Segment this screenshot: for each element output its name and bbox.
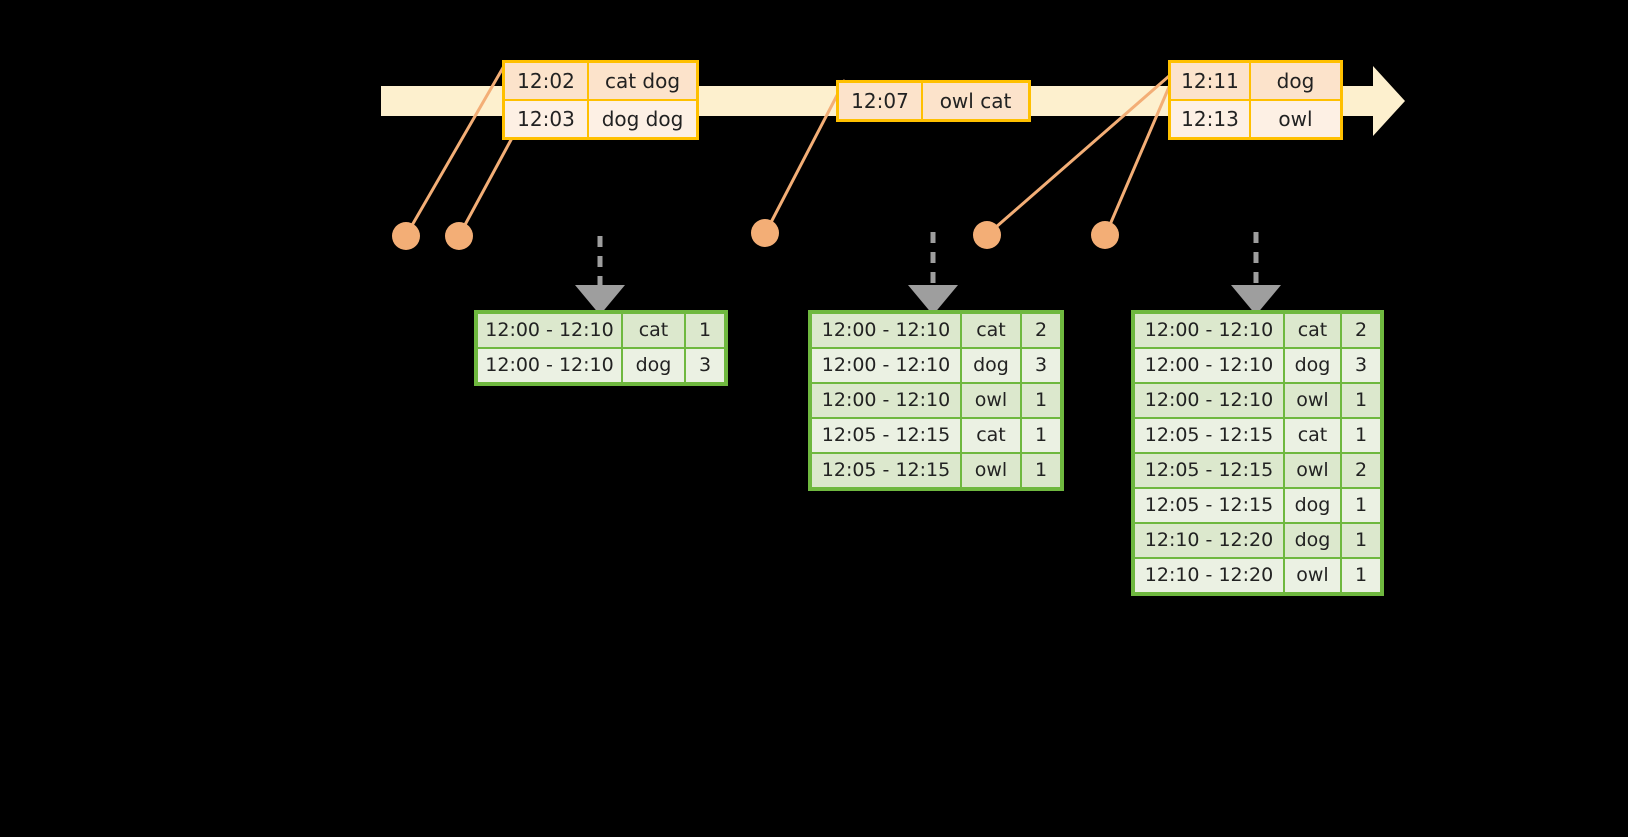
window-cell: 12:00 - 12:10 [812, 384, 960, 417]
event-dot [973, 221, 1001, 249]
count-cell: 1 [1340, 419, 1380, 452]
event-words: dog dog [587, 101, 696, 137]
word-cell: cat [621, 314, 684, 347]
event-words: owl [1249, 101, 1340, 137]
table-row: 12:05 - 12:15 cat 1 [812, 417, 1060, 452]
event-row: 12:03 dog dog [505, 99, 696, 137]
count-cell: 2 [1340, 314, 1380, 347]
window-cell: 12:00 - 12:10 [812, 349, 960, 382]
event-row: 12:02 cat dog [505, 63, 696, 99]
event-words: dog [1249, 63, 1340, 99]
word-cell: owl [1283, 384, 1340, 417]
event-group-3: 12:11 dog 12:13 owl [1168, 60, 1343, 140]
event-words: cat dog [587, 63, 696, 99]
event-time: 12:07 [839, 83, 921, 119]
table-row: 12:00 - 12:10 cat 1 [478, 314, 724, 347]
window-cell: 12:00 - 12:10 [1135, 349, 1283, 382]
result-table-3: 12:00 - 12:10 cat 2 12:00 - 12:10 dog 3 … [1131, 310, 1384, 596]
event-time: 12:02 [505, 63, 587, 99]
word-cell: cat [1283, 314, 1340, 347]
count-cell: 2 [1340, 454, 1380, 487]
count-cell: 2 [1020, 314, 1060, 347]
count-cell: 1 [1340, 489, 1380, 522]
window-cell: 12:05 - 12:15 [1135, 454, 1283, 487]
event-row: 12:11 dog [1171, 63, 1340, 99]
event-dot [445, 222, 473, 250]
count-cell: 1 [1340, 384, 1380, 417]
window-cell: 12:10 - 12:20 [1135, 524, 1283, 557]
word-cell: dog [1283, 524, 1340, 557]
word-cell: dog [960, 349, 1020, 382]
table-row: 12:05 - 12:15 dog 1 [1135, 487, 1380, 522]
table-row: 12:05 - 12:15 owl 1 [812, 452, 1060, 487]
window-cell: 12:00 - 12:10 [1135, 384, 1283, 417]
table-row: 12:00 - 12:10 dog 3 [1135, 347, 1380, 382]
window-cell: 12:10 - 12:20 [1135, 559, 1283, 592]
window-cell: 12:05 - 12:15 [1135, 419, 1283, 452]
event-dots [392, 219, 1119, 250]
word-cell: owl [960, 454, 1020, 487]
window-cell: 12:05 - 12:15 [812, 454, 960, 487]
count-cell: 1 [1020, 419, 1060, 452]
event-dot [1091, 221, 1119, 249]
table-row: 12:10 - 12:20 dog 1 [1135, 522, 1380, 557]
window-cell: 12:00 - 12:10 [812, 314, 960, 347]
event-group-1: 12:02 cat dog 12:03 dog dog [502, 60, 699, 140]
table-row: 12:05 - 12:15 owl 2 [1135, 452, 1380, 487]
word-cell: cat [960, 314, 1020, 347]
count-cell: 3 [1340, 349, 1380, 382]
table-row: 12:00 - 12:10 dog 3 [478, 347, 724, 382]
word-cell: dog [1283, 349, 1340, 382]
count-cell: 3 [1020, 349, 1060, 382]
word-cell: owl [1283, 454, 1340, 487]
window-cell: 12:00 - 12:10 [478, 349, 621, 382]
event-words: owl cat [921, 83, 1028, 119]
event-time: 12:13 [1171, 101, 1249, 137]
event-dot [751, 219, 779, 247]
event-group-2: 12:07 owl cat [836, 80, 1031, 122]
word-cell: owl [960, 384, 1020, 417]
table-row: 12:00 - 12:10 owl 1 [1135, 382, 1380, 417]
word-cell: dog [621, 349, 684, 382]
count-cell: 1 [1020, 454, 1060, 487]
count-cell: 1 [1020, 384, 1060, 417]
word-cell: cat [1283, 419, 1340, 452]
event-row: 12:07 owl cat [839, 83, 1028, 119]
word-cell: owl [1283, 559, 1340, 592]
connector-lines [405, 65, 1177, 236]
window-cell: 12:00 - 12:10 [1135, 314, 1283, 347]
table-row: 12:00 - 12:10 cat 2 [1135, 314, 1380, 347]
table-row: 12:00 - 12:10 owl 1 [812, 382, 1060, 417]
event-time: 12:03 [505, 101, 587, 137]
count-cell: 1 [1340, 559, 1380, 592]
table-row: 12:10 - 12:20 owl 1 [1135, 557, 1380, 592]
result-table-1: 12:00 - 12:10 cat 1 12:00 - 12:10 dog 3 [474, 310, 728, 386]
word-cell: cat [960, 419, 1020, 452]
window-cell: 12:05 - 12:15 [812, 419, 960, 452]
table-row: 12:00 - 12:10 dog 3 [812, 347, 1060, 382]
event-dot [392, 222, 420, 250]
count-cell: 1 [684, 314, 724, 347]
event-row: 12:13 owl [1171, 99, 1340, 137]
window-cell: 12:00 - 12:10 [478, 314, 621, 347]
count-cell: 1 [1340, 524, 1380, 557]
count-cell: 3 [684, 349, 724, 382]
table-row: 12:00 - 12:10 cat 2 [812, 314, 1060, 347]
word-cell: dog [1283, 489, 1340, 522]
flow-arrows [575, 232, 1281, 315]
event-time: 12:11 [1171, 63, 1249, 99]
window-cell: 12:05 - 12:15 [1135, 489, 1283, 522]
result-table-2: 12:00 - 12:10 cat 2 12:00 - 12:10 dog 3 … [808, 310, 1064, 491]
table-row: 12:05 - 12:15 cat 1 [1135, 417, 1380, 452]
